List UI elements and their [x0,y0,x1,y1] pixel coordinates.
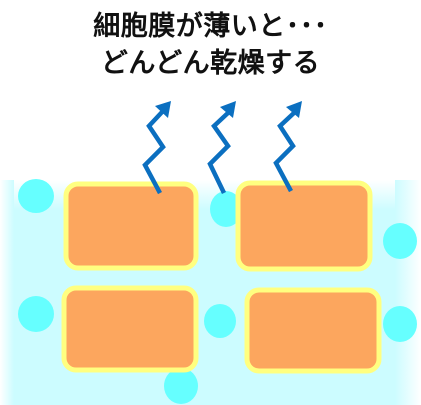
water-droplet-icon [164,368,198,404]
water-droplet-icon [383,306,417,342]
caption-line-2: どんどん乾燥する [100,48,321,79]
water-droplet-icon [204,304,236,338]
cell-icon [61,285,199,373]
water-droplet-icon [210,191,242,227]
water-droplet-icon [18,296,54,332]
evaporation-arrow-icon [273,101,302,193]
water-droplet-icon [18,179,54,213]
water-droplet-icon [383,223,417,259]
evaporation-arrows [142,101,302,195]
skin-cells [61,180,382,374]
cell-icon [63,181,199,271]
water-droplets [18,179,417,404]
cell-icon [244,287,382,374]
diagram-caption: 細胞膜が薄いと･･･ どんどん乾燥する [0,8,421,82]
evaporation-arrow-icon [142,101,171,195]
evaporation-arrow-icon [207,101,236,194]
caption-line-1: 細胞膜が薄いと･･･ [93,11,328,42]
cell-icon [235,180,373,272]
